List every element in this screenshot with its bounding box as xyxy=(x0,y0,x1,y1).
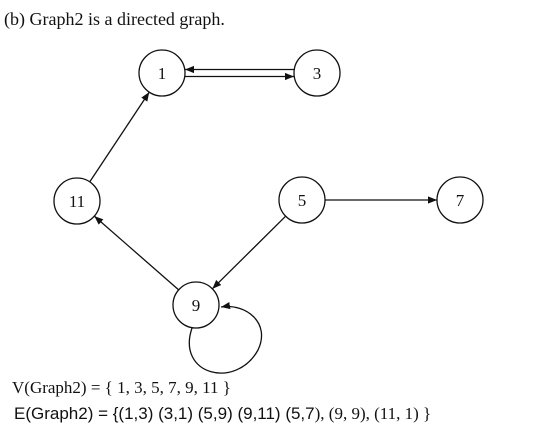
node-7: 7 xyxy=(436,176,484,224)
edge-set-definition: E(Graph2) = {(1,3) (3,1) (5,9) (9,11) (5… xyxy=(14,403,431,425)
node-9: 9 xyxy=(172,281,220,329)
edge-9-self-loop xyxy=(188,302,263,374)
node-3: 3 xyxy=(293,49,341,97)
node-circle xyxy=(138,49,186,97)
edge-5-to-9 xyxy=(211,215,287,290)
node-label: 5 xyxy=(298,191,307,210)
node-5: 5 xyxy=(278,176,326,224)
edge-set-printed-part: ), (9, 9), (11, 1) } xyxy=(314,404,432,423)
node-label: 7 xyxy=(456,191,465,210)
figure-caption: (b) Graph2 is a directed graph. xyxy=(4,9,225,29)
vertex-set-definition: V(Graph2) = { 1, 3, 5, 7, 9, 11 } xyxy=(12,378,231,397)
node-circle xyxy=(172,281,220,329)
node-11: 11 xyxy=(53,177,101,225)
node-circle xyxy=(293,49,341,97)
node-circle xyxy=(278,176,326,224)
edge-set-typed-part: E(Graph2) = {(1,3) (3,1) (5,9) (9,11) (5… xyxy=(14,404,315,423)
node-label: 3 xyxy=(313,64,322,83)
node-label: 1 xyxy=(158,64,167,83)
edge-11-to-1 xyxy=(89,91,150,183)
node-1: 1 xyxy=(138,49,186,97)
edge-9-to-11 xyxy=(93,215,180,291)
node-label: 9 xyxy=(192,296,201,315)
node-label: 11 xyxy=(69,192,85,211)
node-circle xyxy=(436,176,484,224)
node-circle xyxy=(53,177,101,225)
